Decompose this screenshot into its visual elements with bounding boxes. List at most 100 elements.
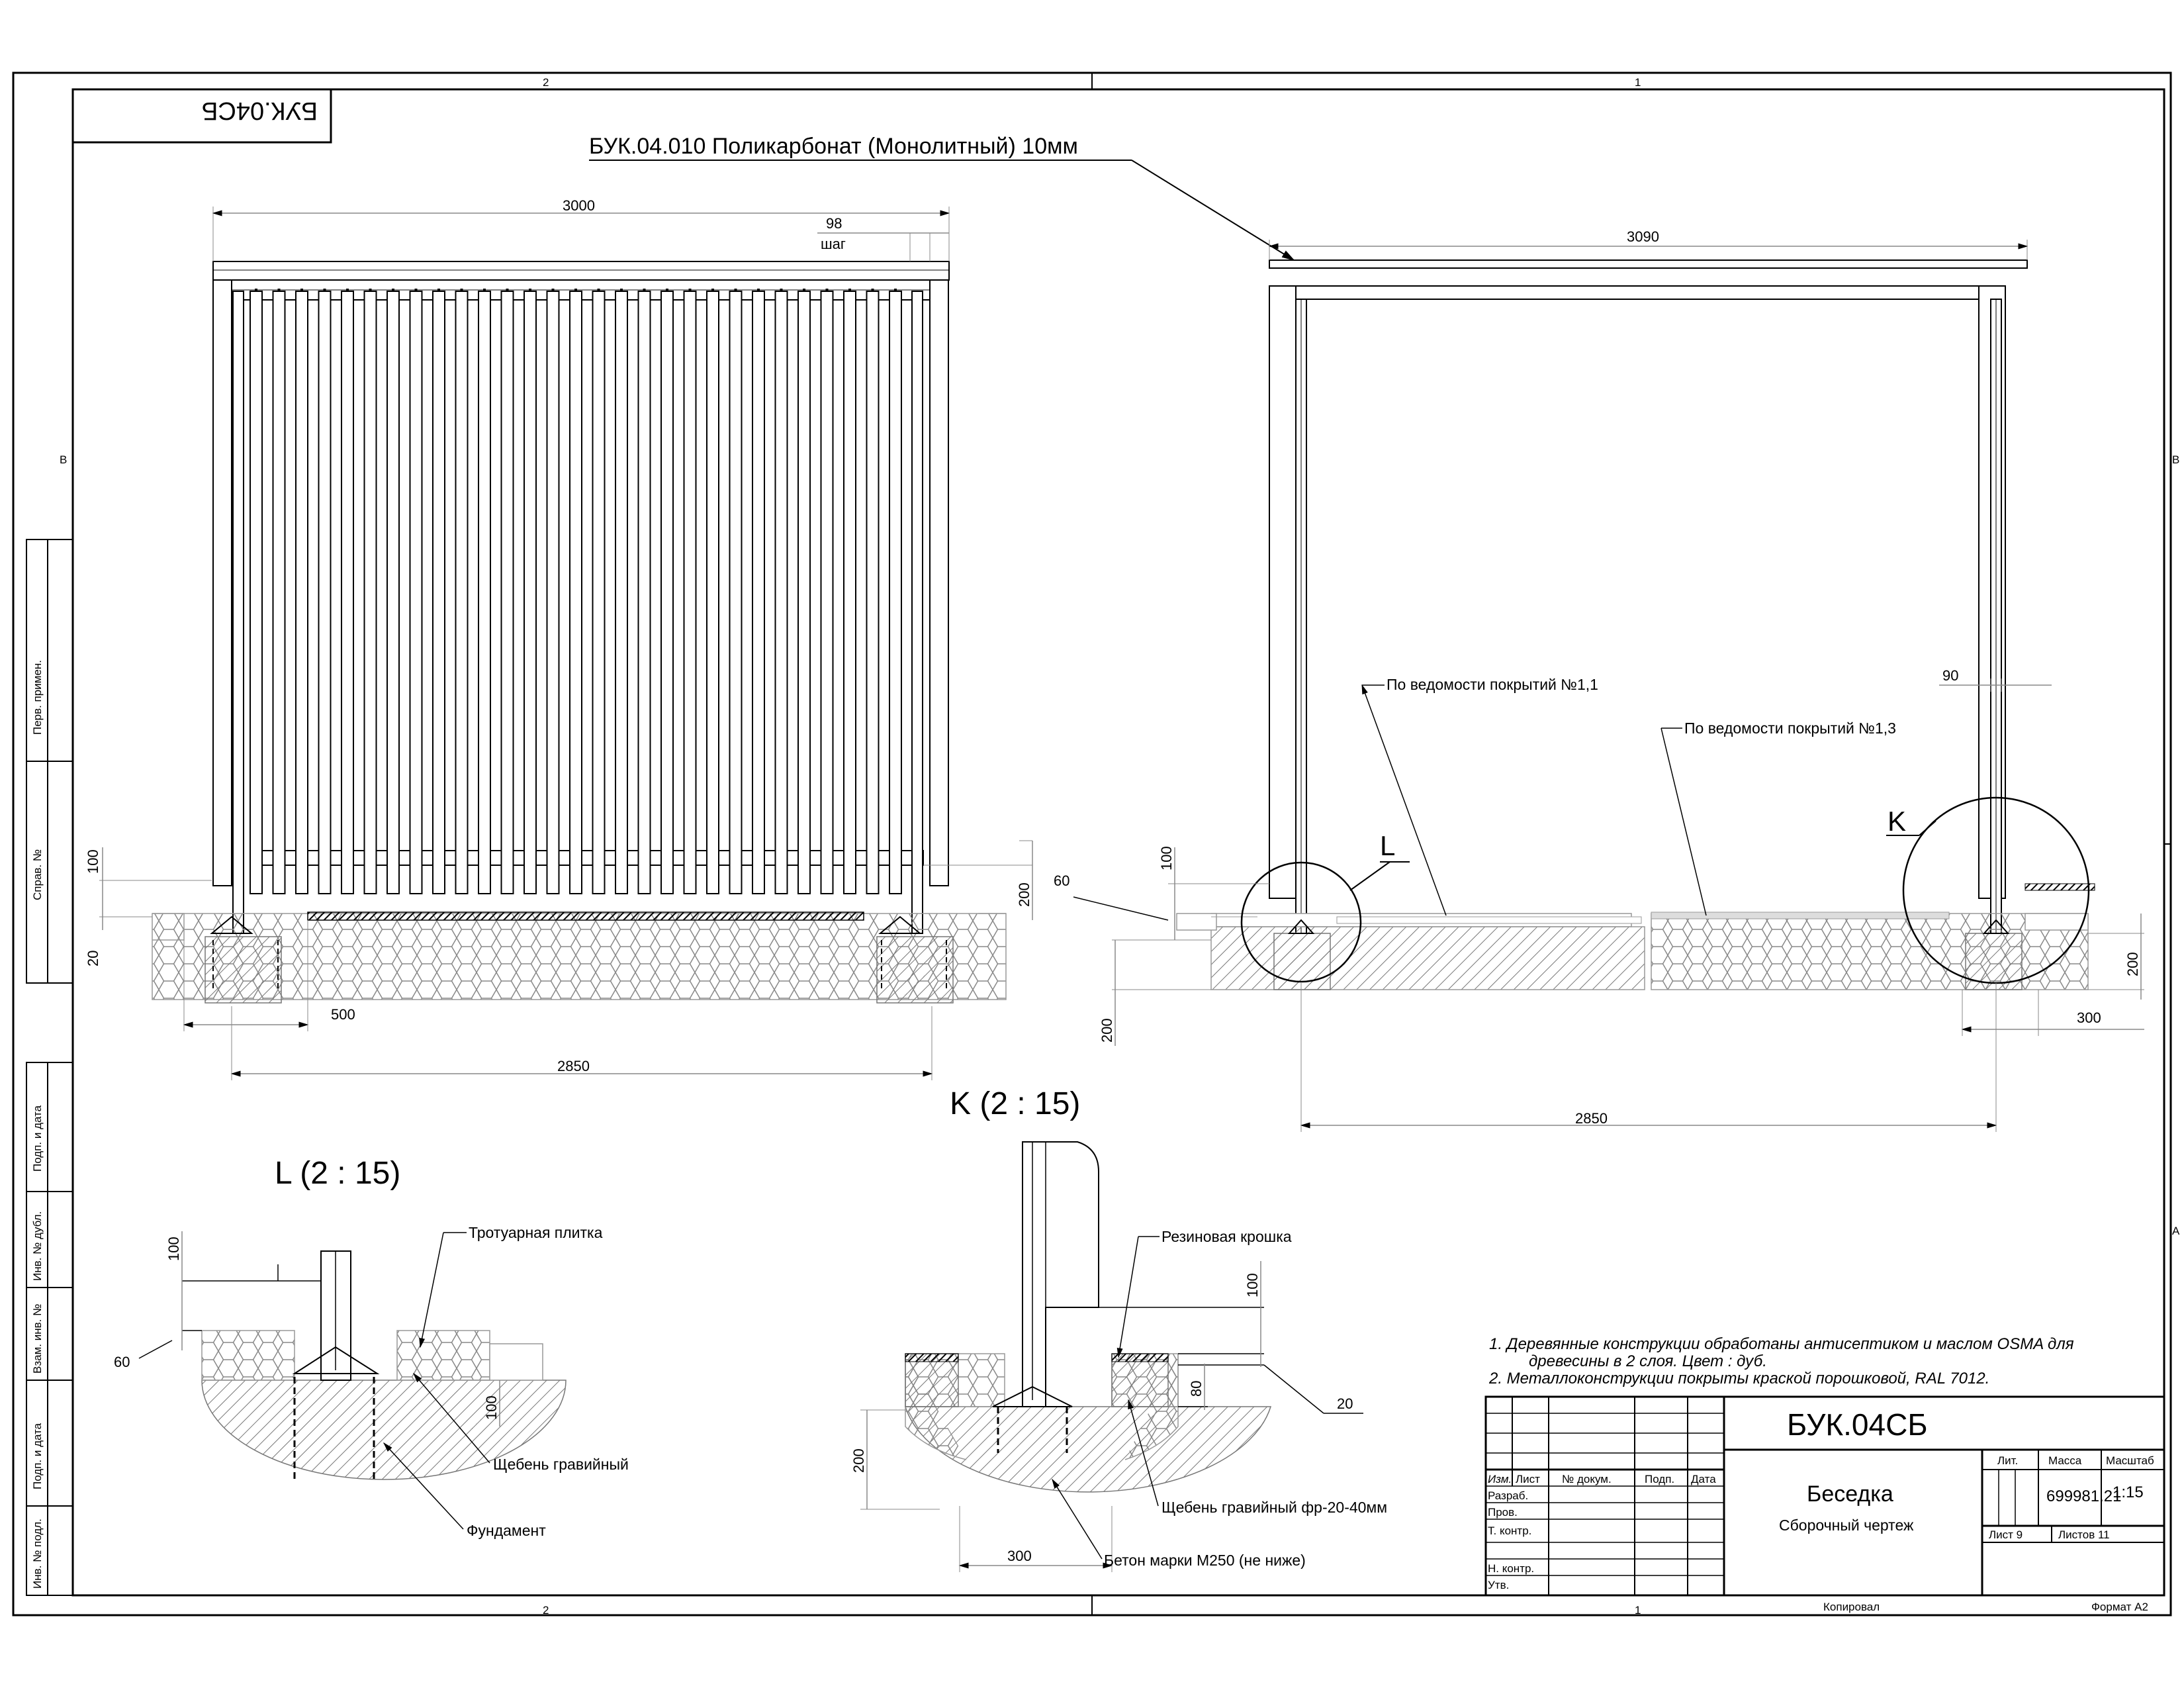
tb-col-date: Дата: [1691, 1473, 1716, 1485]
front-dim-98: 98: [826, 215, 842, 232]
tb-col-doc: № докум.: [1562, 1473, 1612, 1485]
front-dim-20: 20: [85, 951, 101, 966]
slat-screw: [506, 289, 509, 291]
detail-L-dim-100: 100: [165, 1237, 182, 1261]
coating-note-2: По ведомости покрытий №1,3: [1684, 720, 1896, 737]
tb-sheets: Листов 11: [2058, 1528, 2110, 1541]
front-slat: [774, 291, 788, 894]
detail-K-dim-200: 200: [850, 1448, 867, 1473]
front-slat: [432, 291, 445, 894]
front-slat: [569, 291, 582, 894]
front-dim-100: 100: [85, 849, 101, 874]
detail-K-dim-100: 100: [1244, 1273, 1261, 1297]
detail-K-gravel: Щебень гравийный фр-20-40мм: [1161, 1499, 1387, 1516]
note-1-cont: древесины в 2 слоя. Цвет : дуб.: [1529, 1352, 1767, 1370]
slat-screw: [392, 289, 394, 291]
front-slat: [797, 291, 811, 894]
side-strip: Перв. примен. Справ. № Подп. и дата Инв.…: [26, 539, 73, 1596]
slat-screw: [574, 289, 577, 291]
slat-screw: [437, 289, 440, 291]
slat-screw: [894, 289, 897, 291]
front-slat: [843, 291, 856, 894]
strip-inv-dubl: Инв. № дубл.: [31, 1211, 44, 1281]
front-slat: [295, 291, 308, 894]
side-dim-200-right: 200: [2124, 952, 2141, 976]
tb-scale-value: 1:15: [2113, 1483, 2144, 1501]
side-dim-60: 60: [1054, 872, 1069, 889]
front-dim-3000: 3000: [563, 197, 595, 214]
front-slat: [660, 291, 674, 894]
note-1: 1. Деревянные конструкции обработаны ант…: [1489, 1335, 2074, 1353]
slat-screw: [529, 289, 531, 291]
tb-lit: Лит.: [1997, 1454, 2018, 1467]
slat-screw: [643, 289, 646, 291]
strip-perv: Перв. примен.: [31, 660, 44, 735]
strip-inv-podl: Инв. № подл.: [31, 1519, 44, 1589]
slat-screw: [551, 289, 555, 291]
front-slat: [706, 291, 719, 894]
slat-screw: [825, 289, 829, 291]
front-slat: [866, 291, 880, 894]
detail-mark-L: L: [1380, 830, 1395, 861]
tb-mass-value: 699981.21: [2046, 1487, 2121, 1505]
zone-top-left: 2: [543, 76, 549, 89]
tb-name: Беседка: [1807, 1481, 1893, 1507]
side-dim-90: 90: [1942, 667, 1958, 684]
slat-screw: [369, 289, 372, 291]
front-slat: [729, 291, 743, 894]
zone-right-b: B: [2172, 453, 2179, 466]
roof-label: БУК.04.010 Поликарбонат (Монолитный) 10м…: [589, 134, 1078, 159]
front-slat: [318, 291, 332, 894]
zone-left-b: B: [60, 453, 67, 466]
detail-L-gravel: Щебень гравийный: [493, 1456, 629, 1473]
front-slat: [683, 291, 697, 894]
slat-screw: [460, 289, 463, 291]
side-dim-2850: 2850: [1575, 1110, 1608, 1127]
front-slat: [546, 291, 560, 894]
tb-doc-type: Сборочный чертеж: [1779, 1517, 1914, 1534]
tb-col-sign: Подп.: [1645, 1473, 1674, 1485]
title-block: Изм. Лист № докум. Подп. Дата Разраб. Пр…: [1484, 1395, 2165, 1613]
front-slat: [820, 291, 834, 894]
slat-screw: [300, 289, 303, 291]
tb-scale: Масштаб: [2106, 1454, 2154, 1467]
detail-K: K (2 : 15) 100 80 20 200 300: [850, 1086, 1387, 1572]
side-dim-300: 300: [2077, 1009, 2101, 1026]
corner-code: БУК.04СБ: [201, 97, 318, 124]
slat-screw: [255, 289, 257, 291]
strip-podp1: Подп. и дата: [31, 1105, 44, 1172]
tb-mass: Масса: [2048, 1454, 2082, 1467]
tb-format: Формат А2: [2091, 1601, 2148, 1613]
tb-razrab: Разраб.: [1488, 1489, 1528, 1502]
front-slat: [592, 291, 606, 894]
slat-screw: [414, 289, 418, 291]
detail-K-concrete: Бетон марки М250 (не ниже): [1104, 1552, 1306, 1569]
front-slat: [341, 291, 354, 894]
front-slat: [752, 291, 765, 894]
strip-vzam: Взам. инв. №: [31, 1304, 44, 1374]
slat-screw: [803, 289, 805, 291]
slat-screw: [757, 289, 760, 291]
detail-L-title: L (2 : 15): [275, 1156, 400, 1191]
detail-K-title: K (2 : 15): [950, 1086, 1080, 1121]
slat-screw: [277, 289, 281, 291]
tb-copied: Копировал: [1823, 1601, 1880, 1613]
front-slat: [409, 291, 423, 894]
front-slat: [500, 291, 514, 894]
zone-bottom-left: 2: [543, 1604, 549, 1617]
side-view: БУК.04.010 Поликарбонат (Монолитный) 10м…: [589, 134, 2144, 1132]
front-view: 3000 98 шаг 100 20 200 500 2850: [85, 197, 1033, 1080]
detail-mark-K: K: [1888, 806, 1906, 837]
slat-screw: [597, 289, 600, 291]
front-slat: [637, 291, 651, 894]
coating-note-1: По ведомости покрытий №1,1: [1387, 676, 1598, 693]
front-slat: [387, 291, 400, 894]
side-dim-3090: 3090: [1627, 228, 1659, 245]
strip-podp2: Подп. и дата: [31, 1423, 44, 1489]
note-2: 2. Металлоконструкции покрыты краской по…: [1488, 1370, 1989, 1387]
front-slat: [272, 291, 286, 894]
zone-right-a: A: [2172, 1225, 2180, 1237]
slat-screw: [620, 289, 623, 291]
slat-screw: [848, 289, 851, 291]
